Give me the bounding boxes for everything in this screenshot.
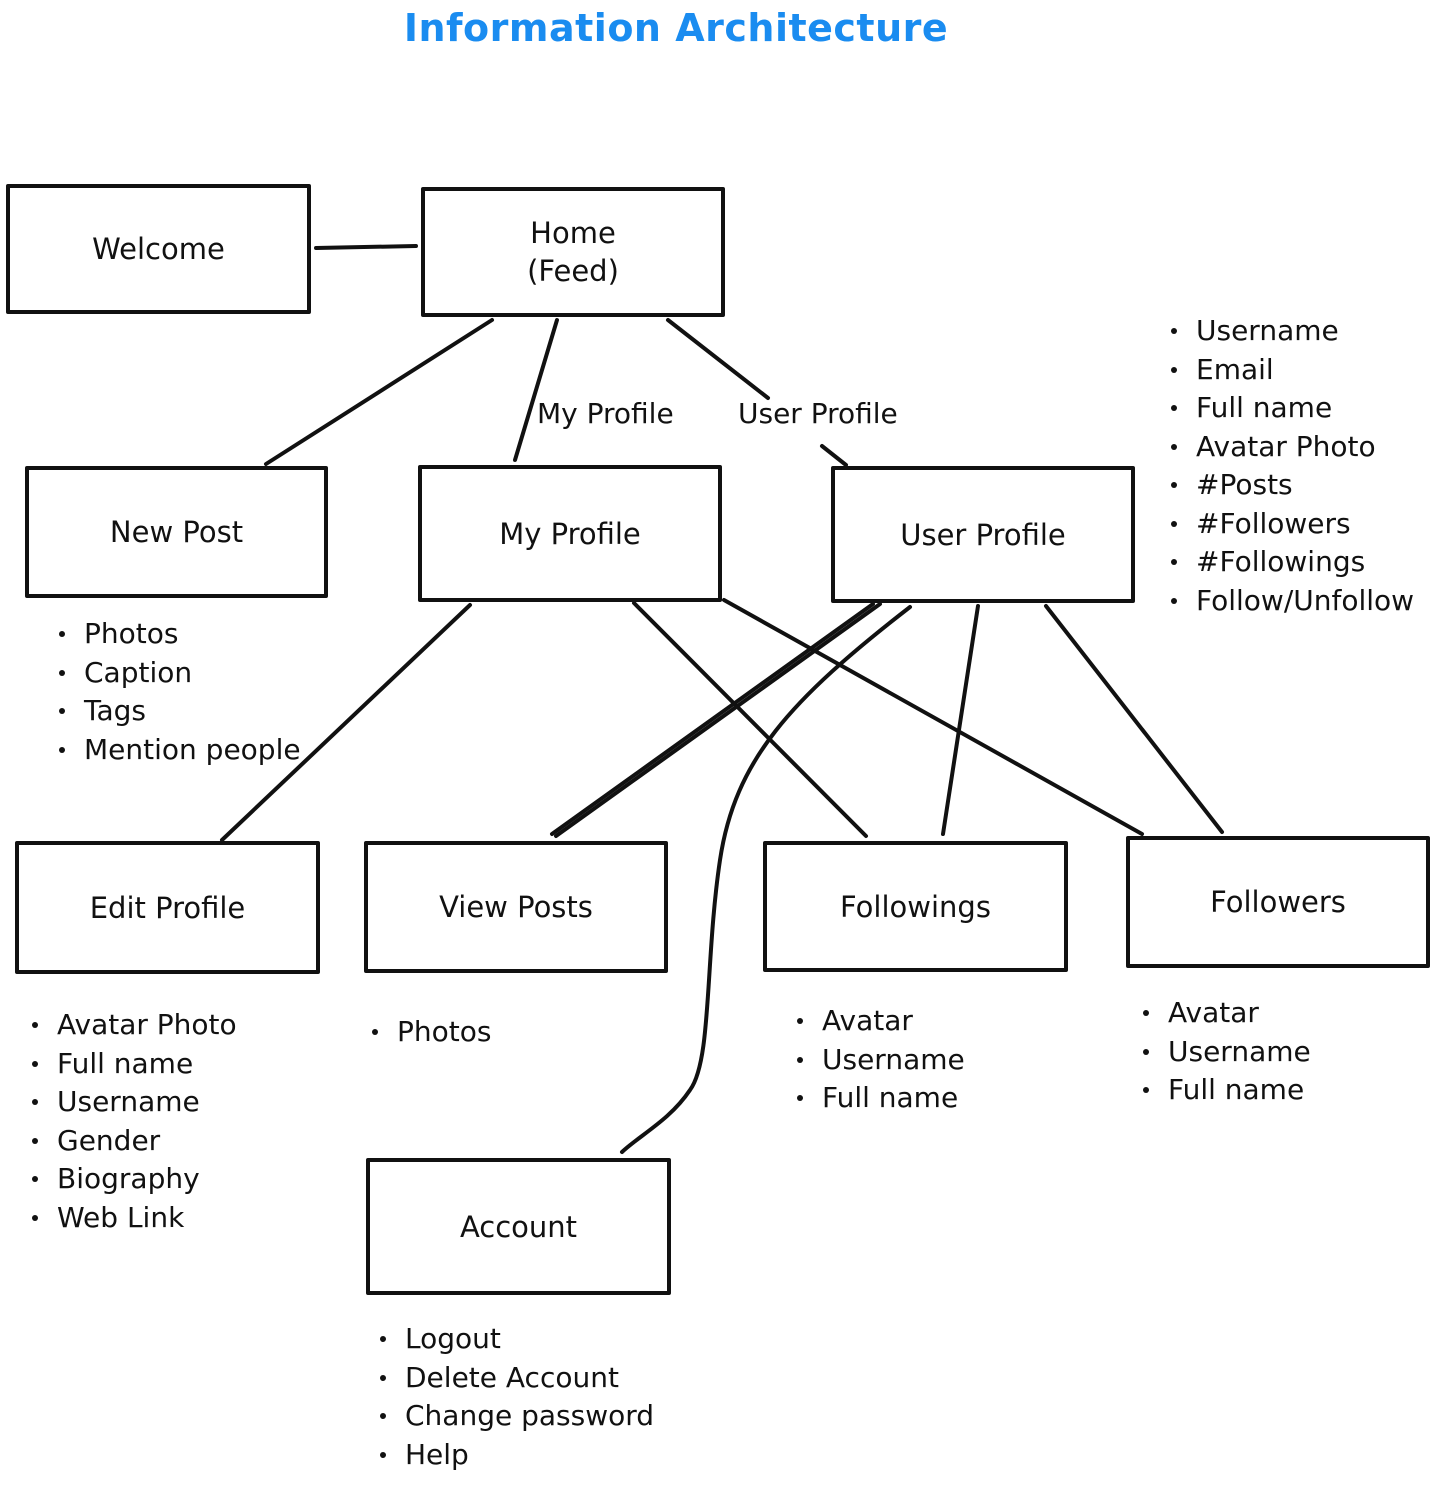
user-profile-attributes: Username Email Full name Avatar Photo #P… <box>1170 312 1414 620</box>
view-posts-label: View Posts <box>439 890 593 924</box>
home-feed-node: Home (Feed) <box>421 187 725 317</box>
list-item: Username <box>796 1041 965 1080</box>
followers-node: Followers <box>1126 836 1430 968</box>
new-post-label: New Post <box>109 515 244 549</box>
list-item: Help <box>379 1436 654 1475</box>
welcome-label: Welcome <box>92 232 225 266</box>
list-item: Photos <box>371 1013 491 1052</box>
edge-userprofile-followers <box>1044 604 1224 834</box>
followers-label: Followers <box>1210 885 1346 919</box>
list-item: Avatar <box>796 1002 965 1041</box>
edge-myprofile-editprofile <box>220 603 472 842</box>
list-item: #Followers <box>1170 505 1414 544</box>
edge-userprofile-account <box>620 605 912 1154</box>
followings-attributes: Avatar Username Full name <box>796 1002 965 1118</box>
edge-welcome-home <box>314 244 418 250</box>
new-post-attributes: Photos Caption Tags Mention people <box>58 615 301 769</box>
edge-userprofile-viewposts-a <box>554 602 882 838</box>
user-profile-node: User Profile <box>831 466 1135 603</box>
edge-userprofile-viewposts-b <box>550 602 875 836</box>
edge-label-user-profile: User Profile <box>738 397 898 430</box>
followings-node: Followings <box>763 841 1068 972</box>
edit-profile-node: Edit Profile <box>15 841 320 974</box>
list-item: Web Link <box>31 1199 237 1238</box>
list-item: Photos <box>58 615 301 654</box>
edge-home-userprofile-b <box>820 444 848 467</box>
user-profile-label: User Profile <box>900 517 1066 552</box>
edge-home-userprofile-a <box>666 318 770 400</box>
my-profile-node: My Profile <box>418 465 722 602</box>
my-profile-label: My Profile <box>499 516 641 551</box>
welcome-node: Welcome <box>6 184 311 314</box>
view-posts-node: View Posts <box>364 841 668 973</box>
list-item: Full name <box>31 1045 237 1084</box>
diagram-title: Information Architecture <box>403 6 949 50</box>
view-posts-attributes: Photos <box>371 1013 491 1052</box>
list-item: Full name <box>1170 389 1414 428</box>
edge-home-newpost <box>264 318 494 466</box>
list-item: Username <box>31 1083 237 1122</box>
edge-myprofile-followings <box>632 601 868 838</box>
account-node: Account <box>366 1158 671 1295</box>
list-item: Avatar Photo <box>1170 428 1414 467</box>
list-item: Caption <box>58 654 301 693</box>
list-item: Avatar Photo <box>31 1006 237 1045</box>
edge-label-my-profile: My Profile <box>537 397 674 430</box>
list-item: Email <box>1170 351 1414 390</box>
new-post-node: New Post <box>25 466 328 598</box>
edge-userprofile-followings <box>941 604 980 836</box>
list-item: Username <box>1170 312 1414 351</box>
edge-home-myprofile <box>513 318 559 462</box>
list-item: Delete Account <box>379 1359 654 1398</box>
list-item: Tags <box>58 692 301 731</box>
account-label: Account <box>459 1209 578 1244</box>
followings-label: Followings <box>840 889 991 924</box>
list-item: Full name <box>1142 1071 1311 1110</box>
list-item: #Posts <box>1170 466 1414 505</box>
list-item: Follow/Unfollow <box>1170 582 1414 621</box>
edit-profile-label: Edit Profile <box>89 890 246 925</box>
list-item: Username <box>1142 1033 1311 1072</box>
list-item: Logout <box>379 1320 654 1359</box>
account-attributes: Logout Delete Account Change password He… <box>379 1320 654 1474</box>
home-feed-label: Home (Feed) <box>527 216 619 288</box>
list-item: Avatar <box>1142 994 1311 1033</box>
list-item: #Followings <box>1170 543 1414 582</box>
list-item: Biography <box>31 1160 237 1199</box>
edit-profile-attributes: Avatar Photo Full name Username Gender B… <box>31 1006 237 1237</box>
list-item: Change password <box>379 1397 654 1436</box>
edge-myprofile-followers <box>722 598 1144 836</box>
list-item: Full name <box>796 1079 965 1118</box>
followers-attributes: Avatar Username Full name <box>1142 994 1311 1110</box>
list-item: Mention people <box>58 731 301 770</box>
list-item: Gender <box>31 1122 237 1161</box>
